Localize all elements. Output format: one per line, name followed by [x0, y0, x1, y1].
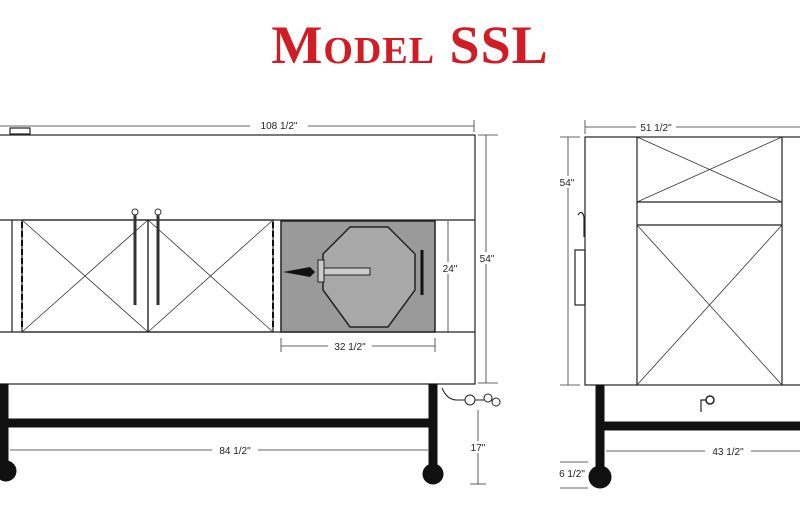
drain-valve-icon — [700, 395, 715, 412]
dim-opening-height: 24" — [443, 264, 458, 275]
front-view: 108 1/2" 54" 24" 32 1/2" 84 1/2" 17" — [0, 119, 501, 485]
side-handle — [574, 249, 586, 306]
side-leg — [595, 384, 605, 471]
side-view: 51 1/2" 54" 43 1/2" 6 1/2" — [558, 120, 800, 489]
dim-overall-width: 108 1/2" — [261, 121, 298, 132]
side-dim-width: 51 1/2" — [640, 123, 672, 134]
side-dim-leg-span: 43 1/2" — [712, 447, 744, 458]
door-left — [21, 219, 149, 333]
wheel — [588, 465, 612, 489]
latch-icon — [577, 211, 585, 237]
dim-overall-height: 54" — [480, 254, 495, 265]
top-vent — [9, 127, 31, 135]
dim-leg-span: 84 1/2" — [219, 446, 251, 457]
wheel — [422, 463, 444, 485]
dim-leg-height: 17" — [471, 443, 486, 454]
front-leg-right — [428, 383, 438, 465]
front-leg-left — [0, 383, 9, 470]
side-crossbar — [603, 421, 800, 431]
wheel — [0, 460, 17, 482]
front-crossbar — [7, 418, 430, 428]
dim-opening-width: 32 1/2" — [334, 342, 366, 353]
burner-opening — [280, 220, 436, 333]
door-right — [147, 219, 274, 333]
side-body — [584, 136, 800, 386]
front-body — [0, 134, 476, 385]
door-handles — [131, 208, 162, 305]
side-dim-wheel: 6 1/2" — [559, 469, 585, 480]
diagram-title: Model SSL — [271, 15, 549, 75]
side-dim-height: 54" — [560, 178, 575, 189]
gas-valve-icon — [441, 387, 501, 407]
